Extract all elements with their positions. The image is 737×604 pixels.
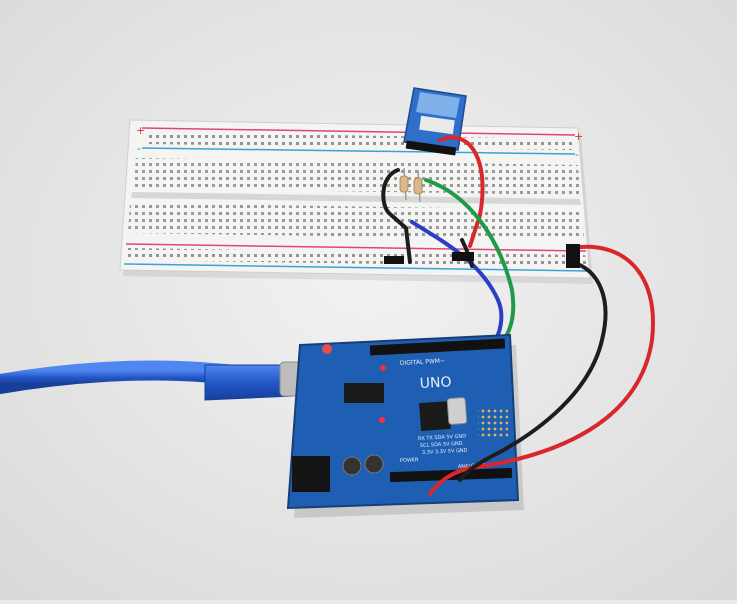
rail-blue-top [141, 147, 576, 155]
pin-labels-row1: RX TX SDA 5V GND [418, 433, 467, 442]
arduino-uno-board: UNO DIGITAL PWM~ RX TX SDA 5V GND SCL SD… [286, 333, 524, 518]
digital-label: DIGITAL PWM~ [400, 358, 445, 367]
black-ground-wire [458, 260, 608, 482]
rail-wire-clip [566, 244, 580, 268]
rail-plus-label-right: + [574, 130, 583, 143]
rail-red-bottom [125, 243, 587, 252]
rail-red-top [141, 127, 576, 136]
black-header [384, 256, 404, 264]
black-header-2 [452, 252, 474, 261]
breadboard: + - + - [119, 119, 593, 284]
led-on [379, 417, 385, 423]
reset-button[interactable] [322, 344, 332, 354]
led-l [380, 365, 386, 371]
rail-minus-label-right: - [575, 148, 579, 161]
blue-wire [410, 220, 504, 346]
rail-plus-label: + [136, 124, 145, 137]
power-label: POWER [400, 457, 419, 464]
rail-minus-label: - [137, 142, 141, 155]
bluetooth-module [403, 87, 467, 156]
pin-labels-row2: SCL SDA 5V GND [420, 441, 463, 449]
power-jack [292, 456, 330, 492]
crystal [446, 397, 468, 425]
pin-labels-row3: 3.3V 3.3V 5V GND [422, 448, 468, 456]
microcontroller-chip [419, 400, 451, 432]
green-wire [424, 178, 516, 346]
rail-blue-bottom [123, 263, 589, 272]
capacitor-2 [364, 454, 384, 474]
digital-header [369, 338, 506, 356]
capacitor-1 [342, 456, 362, 476]
board-label: UNO [419, 374, 452, 392]
red-power-wire [428, 244, 655, 496]
resistors [399, 167, 423, 203]
red-jumper-wire [438, 135, 485, 248]
black-jumper-wire [381, 168, 412, 264]
usb-chip [344, 383, 384, 403]
